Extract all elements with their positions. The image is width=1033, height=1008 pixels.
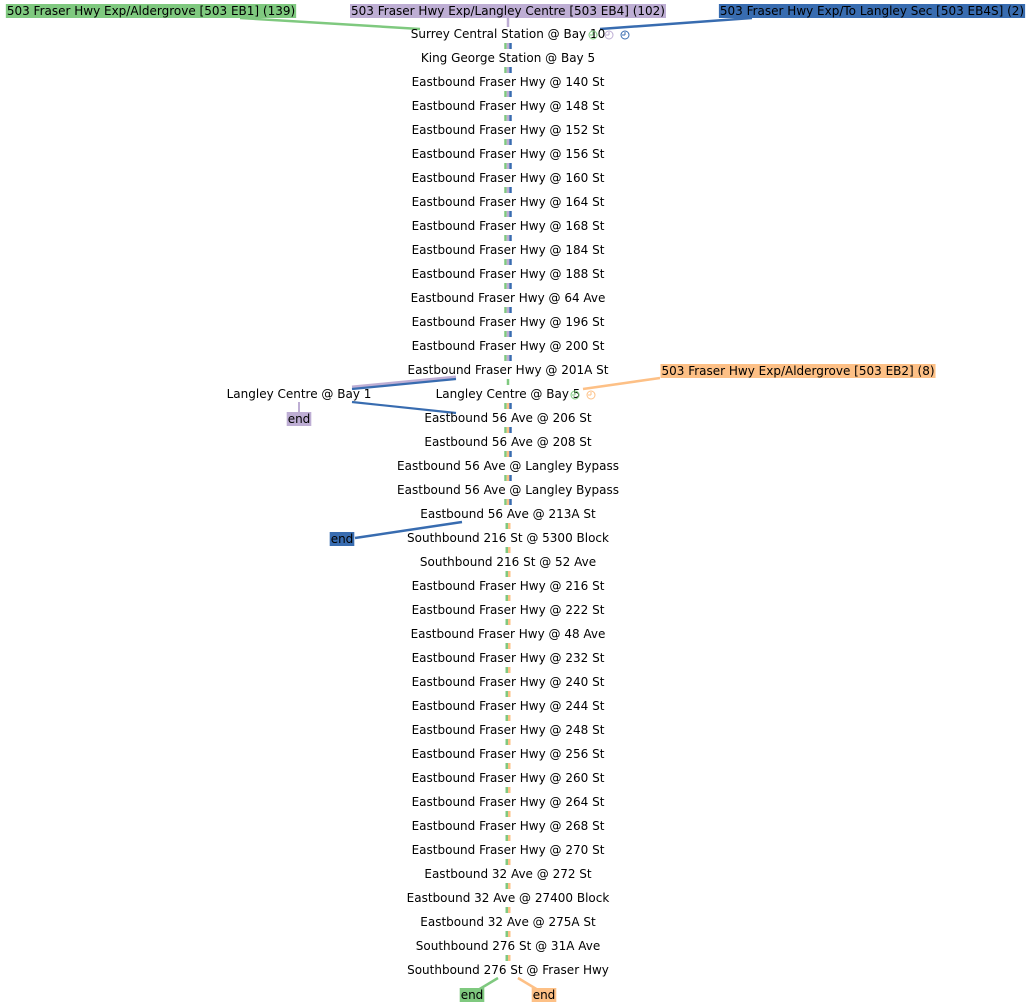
route-label-eb4: 503 Fraser Hwy Exp/Langley Centre [503 E…	[350, 4, 666, 18]
route-label-eb1-box	[5, 4, 297, 18]
stop-label: Eastbound 56 Ave @ Langley Bypass	[397, 483, 619, 497]
end-badge-eb4: end	[286, 412, 312, 426]
stop-label: Eastbound Fraser Hwy @ 232 St	[412, 651, 605, 665]
stop-label: Eastbound Fraser Hwy @ 264 St	[412, 795, 605, 809]
route-connector	[239, 16, 421, 31]
stop-label: Eastbound Fraser Hwy @ 160 St	[412, 171, 605, 185]
end-badge-eb4s: end	[329, 532, 355, 546]
stop-label: Eastbound Fraser Hwy @ 148 St	[412, 99, 605, 113]
clock-icon	[588, 30, 598, 40]
stop-label: Eastbound Fraser Hwy @ 152 St	[412, 123, 605, 137]
stop-label: Eastbound Fraser Hwy @ 196 St	[412, 315, 605, 329]
branch-line	[351, 375, 457, 389]
end-badge-eb4-text: end	[288, 412, 311, 426]
end-badge-eb4s-box	[329, 532, 355, 546]
stop-label: Eastbound Fraser Hwy @ 48 Ave	[411, 627, 606, 641]
route-lines	[239, 16, 753, 992]
stop-label: Eastbound Fraser Hwy @ 140 St	[412, 75, 605, 89]
stop-label: Eastbound Fraser Hwy @ 184 St	[412, 243, 605, 257]
stop-label: Eastbound Fraser Hwy @ 270 St	[412, 843, 605, 857]
stop-label: Eastbound Fraser Hwy @ 248 St	[412, 723, 605, 737]
clock-icon	[620, 30, 630, 40]
stop-label: Eastbound Fraser Hwy @ 156 St	[412, 147, 605, 161]
end-badge-eb4-box	[286, 412, 312, 426]
stop-label: Eastbound Fraser Hwy @ 222 St	[412, 603, 605, 617]
end-badge-eb2-text: end	[533, 988, 556, 1002]
route-label-eb4-text: 503 Fraser Hwy Exp/Langley Centre [503 E…	[351, 4, 665, 18]
stop-label: Southbound 216 St @ 52 Ave	[420, 555, 596, 569]
route-label-eb2-box	[660, 364, 936, 378]
end-badge-eb2: end	[531, 988, 557, 1002]
clock-icon	[586, 390, 596, 400]
route-label-eb4s-text: 503 Fraser Hwy Exp/To Langley Sec [503 E…	[720, 4, 1024, 18]
end-badge-eb1-text: end	[461, 988, 484, 1002]
route-connector	[599, 16, 753, 31]
stop-label: Eastbound 56 Ave @ 206 St	[424, 411, 592, 425]
stop-label: Southbound 276 St @ 31A Ave	[416, 939, 600, 953]
stop-label: Eastbound Fraser Hwy @ 240 St	[412, 675, 605, 689]
stop-label: Eastbound Fraser Hwy @ 164 St	[412, 195, 605, 209]
stop-label: Langley Centre @ Bay 5	[436, 387, 581, 401]
stop-label: Eastbound Fraser Hwy @ 188 St	[412, 267, 605, 281]
stop-label: Eastbound Fraser Hwy @ 256 St	[412, 747, 605, 761]
stop-label: King George Station @ Bay 5	[421, 51, 595, 65]
end-connector	[354, 520, 463, 540]
stop-label: Eastbound 56 Ave @ 213A St	[420, 507, 596, 521]
end-badge-eb1: end	[459, 988, 485, 1002]
stop-label: Eastbound Fraser Hwy @ 201A St	[407, 363, 608, 377]
route-label-eb2: 503 Fraser Hwy Exp/Aldergrove [503 EB2] …	[660, 364, 936, 378]
stop-label: Eastbound Fraser Hwy @ 168 St	[412, 219, 605, 233]
stop-label: Surrey Central Station @ Bay 10	[411, 27, 605, 41]
stop-label-side: Langley Centre @ Bay 1	[227, 387, 372, 401]
stop-label: Eastbound Fraser Hwy @ 64 Ave	[411, 291, 606, 305]
route-connector	[582, 376, 661, 391]
stop-label: Eastbound 56 Ave @ 208 St	[424, 435, 592, 449]
route-label-eb4s: 503 Fraser Hwy Exp/To Langley Sec [503 E…	[718, 4, 1026, 18]
end-badge-eb1-box	[459, 988, 485, 1002]
route-label-eb1-text: 503 Fraser Hwy Exp/Aldergrove [503 EB1] …	[7, 4, 295, 18]
route-label-eb1: 503 Fraser Hwy Exp/Aldergrove [503 EB1] …	[5, 4, 297, 18]
stop-label: Southbound 216 St @ 5300 Block	[407, 531, 609, 545]
route-label-eb4-box	[350, 4, 666, 18]
clock-icon	[570, 390, 580, 400]
stop-label: Eastbound Fraser Hwy @ 244 St	[412, 699, 605, 713]
end-badge-eb4s-text: end	[331, 532, 354, 546]
stop-labels: Surrey Central Station @ Bay 10 King Geor…	[227, 27, 630, 977]
branch-line	[351, 400, 457, 415]
route-label-eb2-text: 503 Fraser Hwy Exp/Aldergrove [503 EB2] …	[661, 364, 934, 378]
branch-line	[351, 377, 457, 391]
stop-label: Eastbound Fraser Hwy @ 200 St	[412, 339, 605, 353]
stop-label: Eastbound 32 Ave @ 275A St	[420, 915, 596, 929]
stop-label: Eastbound 32 Ave @ 27400 Block	[407, 891, 610, 905]
stop-label: Eastbound Fraser Hwy @ 216 St	[412, 579, 605, 593]
stop-label: Eastbound 56 Ave @ Langley Bypass	[397, 459, 619, 473]
route-label-eb4s-box	[718, 4, 1026, 18]
stop-label: Southbound 276 St @ Fraser Hwy	[407, 963, 609, 977]
end-badge-eb2-box	[531, 988, 557, 1002]
route-headers: 503 Fraser Hwy Exp/Aldergrove [503 EB1] …	[5, 4, 1026, 1002]
stop-label: Eastbound Fraser Hwy @ 268 St	[412, 819, 605, 833]
clock-icon	[604, 30, 614, 40]
stop-label: Eastbound Fraser Hwy @ 260 St	[412, 771, 605, 785]
stop-label: Eastbound 32 Ave @ 272 St	[424, 867, 592, 881]
